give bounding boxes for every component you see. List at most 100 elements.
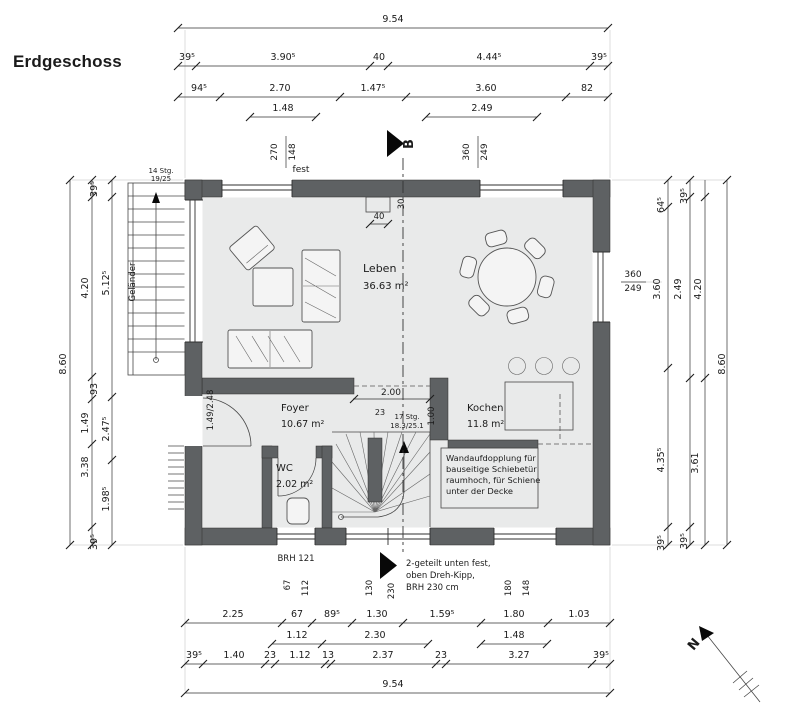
dim: 40 xyxy=(374,212,385,222)
dim: 67 xyxy=(291,609,303,620)
page-title: Erdgeschoss xyxy=(13,52,122,71)
stair-spine-wall xyxy=(367,437,383,503)
room-foyer-name: Foyer xyxy=(281,403,310,414)
dim-total-height-left: 8.60 xyxy=(58,353,69,374)
dimension-chains xyxy=(65,23,732,698)
dim: 2.25 xyxy=(222,609,243,620)
stair-rise-exterior: 19/25 xyxy=(151,175,171,183)
section-marker-label: B xyxy=(402,139,417,149)
dim: 39⁵ xyxy=(179,52,195,63)
dim: 39⁵ xyxy=(679,533,690,549)
wall-kitchen-left xyxy=(429,377,449,441)
window-sill-note: BRH 121 xyxy=(277,554,314,564)
window-spec-width: 270 xyxy=(270,143,280,160)
window-spec-height: 148 xyxy=(522,580,532,596)
window-spec-height: 230 xyxy=(387,583,397,599)
dim: 2.30 xyxy=(364,630,385,641)
dim: 1.49 xyxy=(80,412,91,433)
doors xyxy=(202,385,592,497)
dim: 2.49 xyxy=(471,103,492,114)
ticks-interior xyxy=(349,219,435,404)
room-kochen-area: 11.8 m² xyxy=(467,419,504,430)
wall-living-foyer xyxy=(201,377,355,395)
dim: 39⁵ xyxy=(89,534,100,550)
dim: 4.20 xyxy=(80,277,91,298)
window-spec-width: 130 xyxy=(365,580,375,596)
note-window-line2: oben Dreh-Kipp, xyxy=(406,571,475,581)
sofa-detail xyxy=(235,331,301,367)
note-window-line3: BRH 230 cm xyxy=(406,583,459,593)
coffee-table xyxy=(252,267,294,307)
note-wall-line1: Wandaufdopplung für xyxy=(446,453,536,463)
window-wc-glazing xyxy=(276,528,316,545)
dim: 3.27 xyxy=(508,650,529,661)
window-spec-height: 112 xyxy=(301,580,311,596)
window-top-right-glazing xyxy=(479,180,564,197)
interior-stair-start xyxy=(338,514,344,520)
cooktop-circle xyxy=(562,357,580,375)
dining-chair xyxy=(484,229,508,248)
dim: 64⁵ xyxy=(656,197,667,213)
entry-door-opening xyxy=(184,396,203,446)
windows xyxy=(184,179,611,546)
north-arrow-shaft xyxy=(702,629,761,703)
window-right-glazing xyxy=(593,251,610,323)
room-foyer-area: 10.67 m² xyxy=(281,419,324,430)
window-kitchen-glazing xyxy=(493,528,557,545)
stair-count-exterior: 14 Stg. xyxy=(149,167,174,175)
window-left xyxy=(184,200,203,342)
note-window-line1: 2-geteilt unten fest, xyxy=(406,559,491,569)
note-wall-line4: unter der Decke xyxy=(446,486,513,496)
dim: 3.61 xyxy=(690,452,701,473)
dim-total-height-right: 8.60 xyxy=(717,353,728,374)
railing-label: Geländer xyxy=(128,262,138,301)
window-spec-width: 360 xyxy=(624,270,641,280)
window-spec-width: 360 xyxy=(462,143,472,160)
sofa-2-detail xyxy=(303,257,339,319)
interior-stair-walkline xyxy=(341,446,405,518)
dim: 2.49 xyxy=(673,278,684,299)
dim: 94⁵ xyxy=(191,83,207,94)
window-spec-height: 249 xyxy=(624,284,641,294)
north-arrow-head xyxy=(699,626,714,641)
ticks-left xyxy=(65,175,117,550)
note-box xyxy=(440,447,539,509)
window-wc xyxy=(277,527,315,546)
cooktop-circle xyxy=(508,357,526,375)
ticks-bottom xyxy=(180,618,615,698)
dim: 3.38 xyxy=(80,456,91,477)
room-leben-area: 36.63 m² xyxy=(363,281,409,292)
room-wc-area: 2.02 m² xyxy=(276,479,313,490)
wc-toilet xyxy=(286,497,310,525)
dim: 3.90⁵ xyxy=(271,52,296,63)
window-top-left-glazing xyxy=(221,180,293,197)
window-spec-width: 67 xyxy=(283,580,293,591)
dining-chair xyxy=(468,294,490,317)
window-top-right xyxy=(480,179,563,198)
window-spec-width: 180 xyxy=(504,580,514,596)
armchair-detail xyxy=(246,244,269,264)
dim: 1.59⁵ xyxy=(430,609,455,620)
dim: 4.35⁵ xyxy=(656,447,667,472)
dim: 1.12 xyxy=(289,650,310,661)
dim: 2.70 xyxy=(269,83,290,94)
dimension-lines xyxy=(69,27,728,694)
dim: 13 xyxy=(322,650,334,661)
ticks-top xyxy=(173,23,613,122)
stair-rise-interior: 18.3/25.1 xyxy=(390,422,424,430)
entry-grate-hatch xyxy=(168,445,184,510)
dim: 2.37 xyxy=(372,650,393,661)
window-left-glazing xyxy=(185,199,203,343)
note-wall-line3: raumhoch, für Schiene xyxy=(446,475,540,485)
cooktop-circle xyxy=(535,357,553,375)
room-leben-name: Leben xyxy=(363,262,396,275)
entry-door-swing xyxy=(202,397,252,447)
note-wall-line2: bauseitige Schiebetür xyxy=(446,464,537,474)
dim: 39⁵ xyxy=(89,181,100,197)
armchair xyxy=(229,225,275,271)
dim: 5.12⁵ xyxy=(101,270,112,295)
dim: 1.00 xyxy=(427,407,437,426)
dim: 1.48 xyxy=(272,103,293,114)
